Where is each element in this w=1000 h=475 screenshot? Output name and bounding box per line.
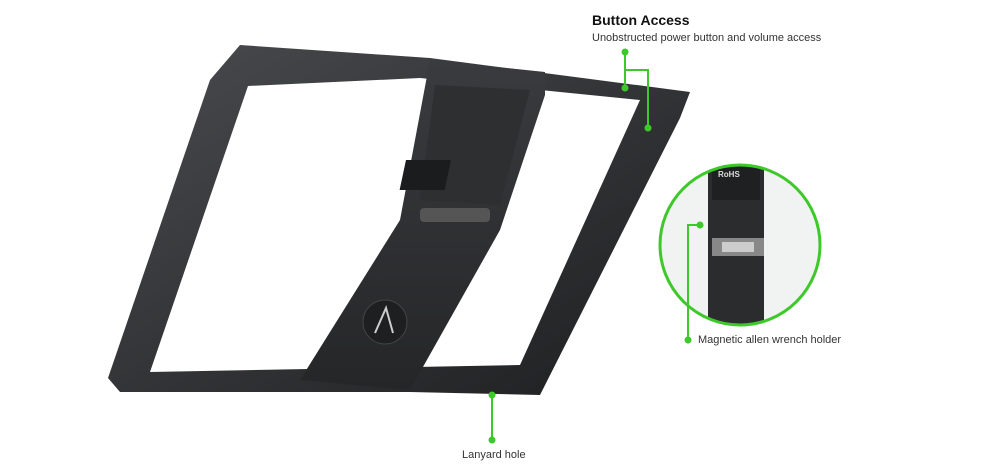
wrench-holder-label: Magnetic allen wrench holder	[698, 334, 842, 346]
callout-dots	[488, 48, 704, 444]
cage-frame	[108, 45, 690, 395]
svg-text:RoHS: RoHS	[718, 170, 740, 179]
zoom-circle: RoHS	[658, 163, 822, 327]
button-access-title: Button Access	[592, 12, 690, 28]
logo-icon	[362, 299, 408, 345]
callout-lines	[491, 52, 700, 440]
lanyard-label: Lanyard hole	[462, 449, 526, 461]
button-access-description: Unobstructed power button and volume acc…	[592, 32, 822, 44]
